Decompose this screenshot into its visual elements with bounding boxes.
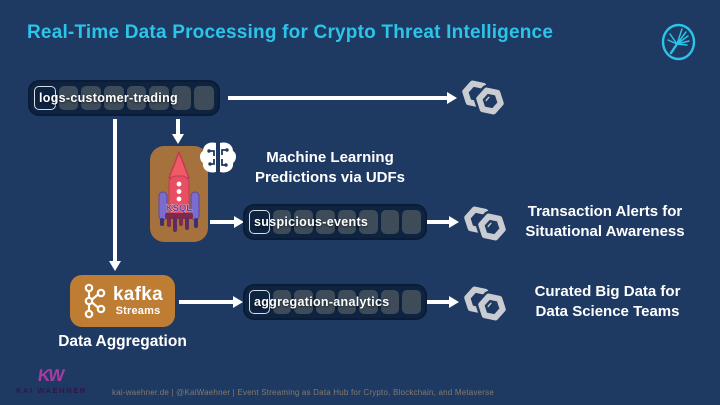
ml-caption-line2: Predictions via UDFs <box>254 169 406 186</box>
topic-segment <box>34 86 56 110</box>
topic-segment <box>58 86 79 110</box>
kai-waehner-logo: KW <box>36 366 64 385</box>
topic-segment <box>337 210 357 234</box>
kafka-streams-node: kafka Streams <box>70 275 175 327</box>
ksql-node: KSQL <box>150 146 208 242</box>
kafka-product-label: Streams <box>115 305 161 317</box>
topic-segment <box>315 290 335 314</box>
arrow-kafka-to-topic3 <box>179 300 233 304</box>
curated-caption-line1: Curated Big Data for <box>534 283 681 300</box>
brain-circuit-icon <box>197 139 239 177</box>
page-title: Real-Time Data Processing for Crypto Thr… <box>27 22 554 43</box>
kafka-streams-icon <box>84 283 106 319</box>
topic-segment <box>194 86 214 110</box>
arrow-topic3-to-sink <box>427 300 449 304</box>
curated-caption-line2: Data Science Teams <box>535 303 680 320</box>
ksql-rocket-icon: KSQL <box>158 151 200 232</box>
aggregation-caption: Data Aggregation <box>58 333 187 350</box>
footer-text: kai-waehner.de | @KaiWaehner | Event Str… <box>112 388 495 397</box>
chain-link-hexagons-icon <box>459 78 507 118</box>
topic-segment <box>315 210 335 234</box>
arrow-topic2-to-sink <box>427 220 449 224</box>
topic-segment <box>402 210 421 234</box>
kafka-topic-logs-customer-trading: logs-customer-trading <box>30 82 218 114</box>
arrow-topic1-to-kafka-streams <box>113 119 117 261</box>
topic-segment <box>337 290 357 314</box>
kafka-brand-label: kafka <box>112 284 164 305</box>
chain-link-hexagons-icon <box>461 204 509 244</box>
ksql-label: KSQL <box>166 203 193 214</box>
kafka-topic-suspicious-events: suspicious-events <box>245 206 425 238</box>
topic-segment <box>171 86 192 110</box>
topic-segment <box>81 86 101 110</box>
topic-segment <box>380 210 400 234</box>
topic-segment <box>294 290 313 314</box>
topic-segment <box>402 290 421 314</box>
topic-segment <box>103 86 124 110</box>
arrow-topic1-to-ksql <box>176 119 180 134</box>
arrow-ksql-to-topic2 <box>210 220 234 224</box>
kafka-topic-aggregation-analytics: aggregation-analytics <box>245 286 425 318</box>
chain-link-hexagons-icon <box>461 284 509 324</box>
confluent-spark-icon <box>657 21 701 63</box>
topic-label: suspicious-events <box>254 215 369 229</box>
alerts-caption-line2: Situational Awareness <box>525 223 685 240</box>
topic-segment <box>149 86 169 110</box>
topic-segment <box>272 290 292 314</box>
topic-segments <box>249 210 421 234</box>
topic-segment <box>272 210 292 234</box>
topic-segments <box>34 86 214 110</box>
topic-segment <box>126 86 147 110</box>
topic-segment <box>380 290 400 314</box>
topic-segment <box>294 210 313 234</box>
alerts-caption-line1: Transaction Alerts for <box>527 203 683 220</box>
topic-label: logs-customer-trading <box>39 91 178 105</box>
topic-segment <box>249 210 270 234</box>
curated-caption: Curated Big Data for Data Science Teams <box>505 282 710 322</box>
topic-segments <box>249 290 421 314</box>
topic-label: aggregation-analytics <box>254 295 390 309</box>
arrow-topic1-to-sink <box>228 96 447 100</box>
topic-segment <box>359 210 378 234</box>
ml-caption: Machine Learning Predictions via UDFs <box>245 148 415 188</box>
kafka-streams-logo-text: kafka Streams <box>113 285 163 317</box>
topic-segment <box>249 290 270 314</box>
kai-waehner-logo-name: KAI WAEHNER <box>16 386 87 395</box>
alerts-caption: Transaction Alerts for Situational Aware… <box>505 202 705 242</box>
topic-segment <box>359 290 378 314</box>
ml-caption-line1: Machine Learning <box>266 149 394 166</box>
